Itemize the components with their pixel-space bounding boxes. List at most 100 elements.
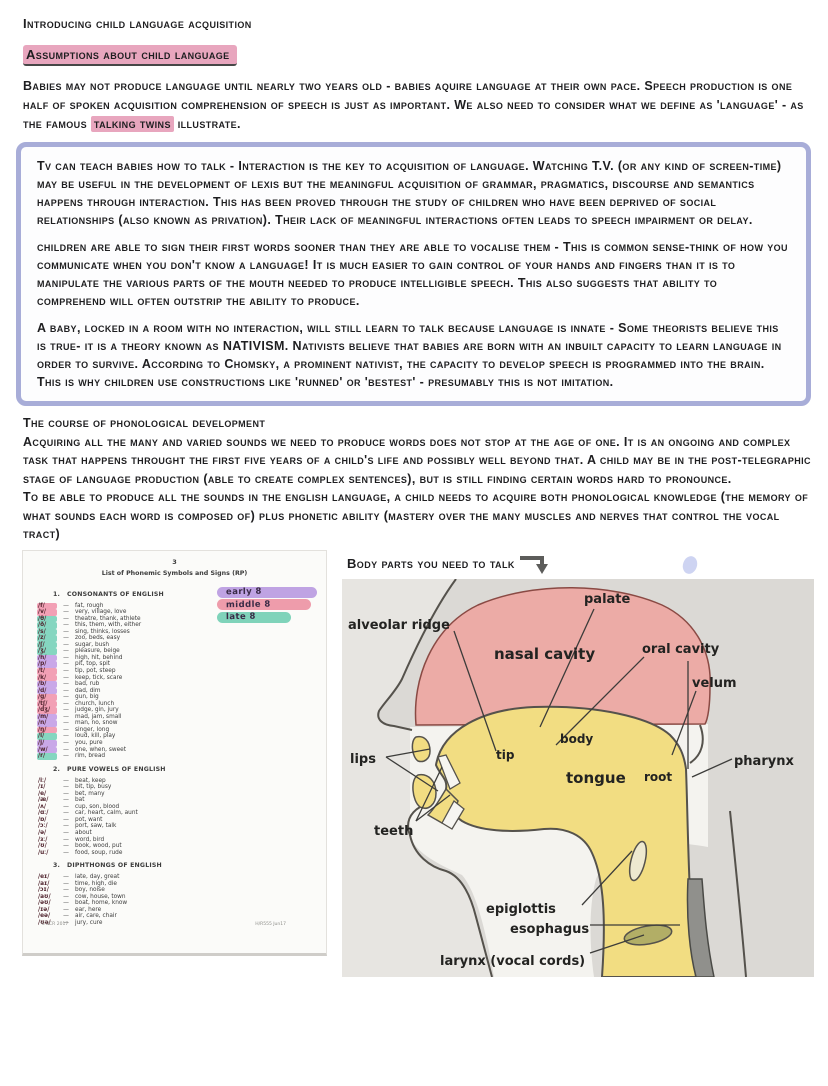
legend-item: middle 8 [217,599,311,610]
notes-content: Introducing child language acquisition A… [16,16,816,982]
paragraph-babies-post: illustrate. [173,117,241,131]
label-larynx: larynx (vocal cords) [440,954,585,969]
phoneme-row: /g/—gun, big [37,694,99,701]
body-parts-heading: Body parts you need to talk [347,552,816,576]
label-velum: velum [692,676,737,691]
highlight-talking-twins: talking twins [90,116,174,132]
label-palate: palate [584,592,631,607]
lower-lip-shape [412,773,437,809]
scan-footer-left: ©OCR 2017 [41,921,69,927]
phoneme-row: /j/—you, pure [37,739,103,747]
phoneme-row: /w/—one, when, sweet [37,746,126,754]
phoneme-row: /d/—dad, dim [37,687,101,695]
label-tongue: tongue [566,769,626,787]
phoneme-row: /z/—zoo, beds, easy [37,635,121,642]
phoneme-row: /f/—fat, rough [37,602,104,610]
phoneme-row: /ɔɪ/—boy, noise [38,887,105,894]
vocal-tract-diagram: palate alveolar ridge nasal cavity oral … [342,577,814,978]
paragraph-babies: Babies may not produce language until ne… [23,77,816,134]
phoneme-row: /ð/—this, them, with, either [37,622,142,629]
phoneme-row: /ʊ/—book, wood, put [38,843,122,850]
phoneme-row: /eə/—air, care, chair [38,913,117,920]
phoneme-sections: 1.CONSONANTS OF ENGLISH/f/—fat, rough/v/… [37,585,318,927]
phoneme-row: /uː/—food, soup, rude [38,849,123,856]
phoneme-row: /ɒ/—pot, want [38,816,103,823]
phoneme-row: /aɪ/—time, high, die [38,880,117,887]
heading-assumptions: Assumptions about child language [23,45,237,66]
label-body: body [560,732,593,746]
phoneme-row: /ə/—about [38,830,92,836]
paragraph-babies-pre: Babies may not produce language until ne… [23,79,804,131]
phoneme-row: /θ/—theatre, thank, athlete [37,615,141,623]
callout-box: Tv can teach babies how to talk - Intera… [16,142,811,406]
phoneme-row: /aʊ/—cow, house, town [38,893,126,900]
phoneme-row: /eɪ/—late, day, great [38,874,120,881]
face-profile-line [377,577,457,731]
phoneme-row: /iː/—beat, keep [38,777,106,784]
phoneme-row: /p/—pit, top, spit [37,661,111,668]
lower-tooth-shape [441,799,465,830]
label-alveolar-ridge: alveolar ridge [348,618,450,633]
phoneme-row: /ɜː/—word, bird [38,836,105,843]
phoneme-row: /e/—bet, many [38,790,105,797]
scan-footer: ©OCR 2017 H/R555 Jun17 [41,922,286,927]
section-heading: 2.PURE VOWELS OF ENGLISH [53,765,166,773]
legend-item: early 8 [217,586,317,598]
label-lips: lips [350,752,376,767]
label-nasal-cavity: nasal cavity [494,645,595,663]
box-paragraph-sign: children are able to sign their first wo… [37,240,788,308]
back-neck-line [729,810,747,977]
phoneme-row: /k/—keep, tick, scare [37,674,123,682]
phoneme-row: /ŋ/—singer, long [37,726,110,734]
legend-item: late 8 [217,611,291,623]
chin-line [407,805,493,977]
label-root: root [644,770,672,784]
phoneme-row: /tʃ/—church, lunch [37,700,115,708]
arrow-down-icon [519,555,548,574]
phoneme-row: /ɪə/—ear, here [38,906,102,913]
section-heading: 1.CONSONANTS OF ENGLISH [53,590,164,598]
upper-lip-shape [411,735,431,762]
label-tip: tip [496,748,515,762]
phoneme-row: /ʌ/—cup, son, blood [38,803,120,810]
box-paragraph-nativism: A baby, locked in a room with no interac… [37,321,782,389]
larynx-shape [623,923,673,946]
phonology-paragraph-2: To be able to produce all the sounds in … [23,490,809,541]
label-epiglottis: epiglottis [486,902,556,917]
section-heading: 3.DIPHTHONGS OF ENGLISH [53,862,162,870]
phoneme-row: /v/—very, village, love [37,609,127,616]
phoneme-row: /l/—loud, kill, play [37,733,116,740]
phoneme-row: /ʒ/—pleasure, beige [37,648,120,655]
pointer-lines [385,608,733,954]
phoneme-row: /ɔː/—port, saw, talk [38,823,117,830]
label-oral-cavity: oral cavity [642,642,720,657]
diagram-column: Body parts you need to talk [342,550,816,982]
scan-page-number: 3 [172,557,177,566]
epiglottis-shape [628,840,648,881]
phoneme-row: /n/—man, no, snow [37,720,118,727]
phoneme-row: /ʊə/—jury, cure [38,920,103,927]
bottom-row: 3 List of Phonemic Symbols and Signs (RP… [22,549,816,982]
phonemic-symbols-page: 3 List of Phonemic Symbols and Signs (RP… [22,549,327,956]
phoneme-row: /r/—rim, bread [37,753,106,760]
phoneme-row: /b/—bad, rub [37,681,100,688]
label-teeth: teeth [374,824,413,839]
phoneme-row: /m/—mad, jam, small [37,713,122,721]
phoneme-row: /əʊ/—boat, home, know [38,900,128,907]
phoneme-row: /t/—tip, pot, steep [37,667,116,675]
phoneme-row: /h/—high, hit, behind [37,654,123,662]
phoneme-row: /ʃ/—sugar, bush [37,641,110,649]
box-paragraph-tv: Tv can teach babies how to talk - Intera… [37,159,782,227]
phonology-section: The course of phonological development A… [23,414,816,544]
velum-line [689,724,704,764]
upper-tooth-shape [437,753,461,790]
phoneme-row: /dʒ/—judge, gin, jury [37,707,119,714]
phonology-paragraph-1: Acquiring all the many and varied sounds… [23,434,811,486]
nasal-cavity-shape [414,586,711,726]
phoneme-row: /s/—sing, thinks, losses [37,628,130,636]
phoneme-row: /ɑː/—car, heart, calm, aunt [38,810,138,817]
phonology-heading: The course of phonological development [23,416,266,430]
scan-footer-right: H/R555 Jun17 [255,921,286,927]
